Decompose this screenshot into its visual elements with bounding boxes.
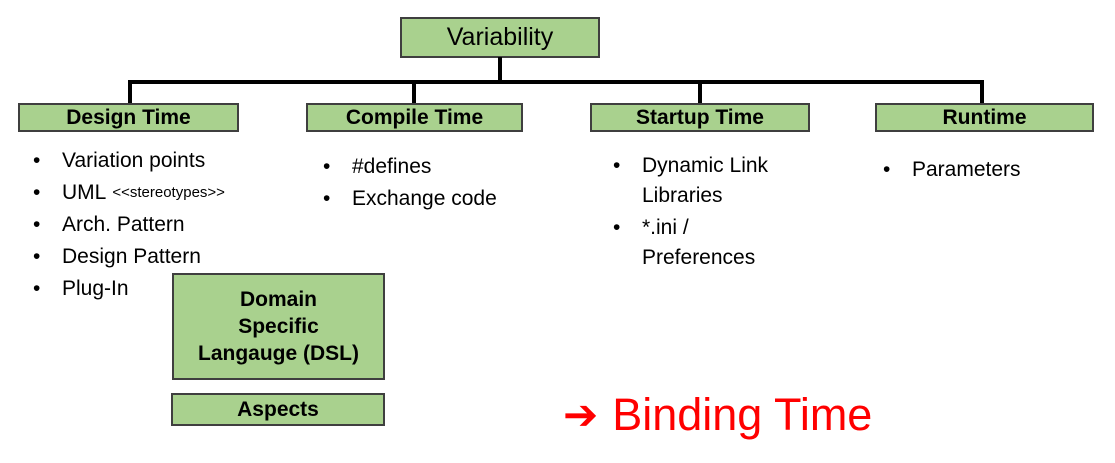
list-item: • #defines xyxy=(323,152,553,182)
binding-time-label: Binding Time xyxy=(612,389,873,440)
branch-label: Runtime xyxy=(942,105,1027,129)
bullet-icon: • xyxy=(883,158,891,181)
compile-time-list: • #defines • Exchange code xyxy=(323,152,553,216)
connector-drop-compile-time xyxy=(412,80,416,104)
branch-label: Design Time xyxy=(66,105,191,129)
bullet-icon: • xyxy=(613,154,621,177)
bullet-icon: • xyxy=(613,216,621,239)
list-item-text: Dynamic Link Libraries xyxy=(642,154,769,207)
bullet-icon: • xyxy=(33,181,41,204)
connector-horizontal-line xyxy=(128,80,984,84)
branch-label: Compile Time xyxy=(345,105,484,129)
list-item: • Plug-In xyxy=(33,274,283,304)
list-item-text: Plug-In xyxy=(62,277,129,300)
bullet-icon: • xyxy=(33,245,41,268)
dsl-box-line: Langauge (DSL) xyxy=(198,342,359,365)
root-node-label: Variability xyxy=(446,23,554,51)
list-item: • Exchange code xyxy=(323,184,553,214)
aspects-box-label: Aspects xyxy=(237,397,319,421)
root-node-variability: Variability xyxy=(400,17,600,58)
list-item-text: *.ini / Preferences xyxy=(642,216,756,269)
bullet-icon: • xyxy=(323,187,331,210)
connector-drop-design-time xyxy=(128,80,132,104)
branch-node-compile-time: Compile Time xyxy=(306,103,523,132)
connector-root-stub xyxy=(498,57,502,83)
list-item-text: Parameters xyxy=(912,158,1021,181)
list-item: • Design Pattern xyxy=(33,242,283,272)
arrow-right-icon: ➔ xyxy=(563,391,599,438)
list-item-text: UML xyxy=(62,181,107,204)
bullet-icon: • xyxy=(323,155,331,178)
bullet-icon: • xyxy=(33,213,41,236)
bullet-icon: • xyxy=(33,149,41,172)
startup-time-list: • Dynamic Link Libraries • *.ini / Prefe… xyxy=(613,151,803,275)
branch-node-design-time: Design Time xyxy=(18,103,239,132)
list-item-text: Variation points xyxy=(62,149,206,172)
branch-node-startup-time: Startup Time xyxy=(590,103,810,132)
binding-time-annotation: ➔ Binding Time xyxy=(563,386,872,444)
runtime-list: • Parameters xyxy=(883,155,1093,187)
list-item: • *.ini / Preferences xyxy=(613,213,803,273)
branch-node-runtime: Runtime xyxy=(875,103,1094,132)
list-item-text: Design Pattern xyxy=(62,245,201,268)
list-item: • UML <<stereotypes>> xyxy=(33,178,283,208)
aspects-box: Aspects xyxy=(171,393,385,426)
list-item-suffix: <<stereotypes>> xyxy=(112,184,225,201)
list-item: • Variation points xyxy=(33,146,283,176)
dsl-box-line: Specific xyxy=(238,315,319,338)
dsl-box: Domain Specific Langauge (DSL) xyxy=(172,273,385,380)
connector-drop-runtime xyxy=(980,80,984,104)
list-item-text: Arch. Pattern xyxy=(62,213,185,236)
dsl-box-line: Domain xyxy=(239,288,317,311)
list-item-text: Exchange code xyxy=(352,187,497,210)
list-item: • Dynamic Link Libraries xyxy=(613,151,803,211)
branch-label: Startup Time xyxy=(636,105,764,129)
bullet-icon: • xyxy=(33,277,41,300)
design-time-list: • Variation points • UML <<stereotypes>>… xyxy=(33,146,283,306)
list-item-text: #defines xyxy=(352,155,432,178)
list-item: • Parameters xyxy=(883,155,1093,185)
connector-drop-startup-time xyxy=(698,80,702,104)
list-item: • Arch. Pattern xyxy=(33,210,283,240)
